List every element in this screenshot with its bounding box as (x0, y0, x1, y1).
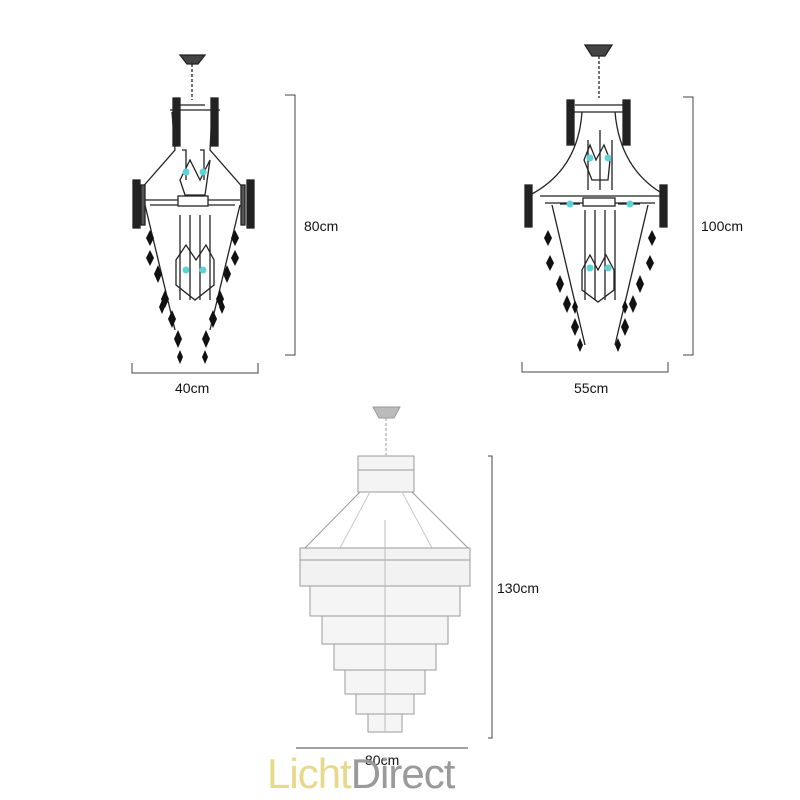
chandelier-medium-drawing (524, 44, 668, 352)
chandelier-small-width-line (131, 363, 259, 374)
chandelier-medium-height-line (683, 96, 694, 356)
brand-logo: LichtDirect (267, 750, 456, 797)
chandelier-large-height-label: 130cm (497, 580, 540, 596)
chandelier-medium-width-line (521, 362, 669, 373)
brand-logo-part2: Direct (350, 750, 456, 797)
chandelier-medium-height-label: 100cm (701, 218, 744, 234)
chandelier-small-drawing (132, 54, 255, 364)
chandelier-small-height-label: 80cm (304, 218, 339, 234)
chandelier-large-height-line (488, 455, 493, 739)
chandelier-small-width-label: 40cm (175, 380, 210, 396)
brand-logo-part1: Licht (267, 750, 352, 797)
chandelier-small-height-line (285, 94, 296, 356)
chandelier-medium-width-label: 55cm (574, 380, 609, 396)
chandelier-large-width-label: 80cm (365, 752, 400, 768)
dimension-lines (131, 94, 694, 749)
chandelier-large-drawing (299, 406, 471, 733)
